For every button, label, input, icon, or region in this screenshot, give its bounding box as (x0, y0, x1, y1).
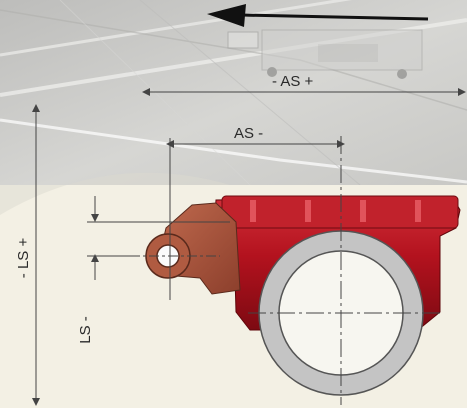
dimension-lines (32, 88, 466, 406)
arrow-left-icon (207, 4, 429, 27)
as-plus-label: - AS + (272, 73, 314, 90)
truck-silhouette (227, 29, 423, 79)
as-minus-label: AS - (234, 125, 263, 142)
ls-plus-label: - LS + (15, 238, 32, 279)
ls-minus-label: LS - (77, 316, 94, 344)
